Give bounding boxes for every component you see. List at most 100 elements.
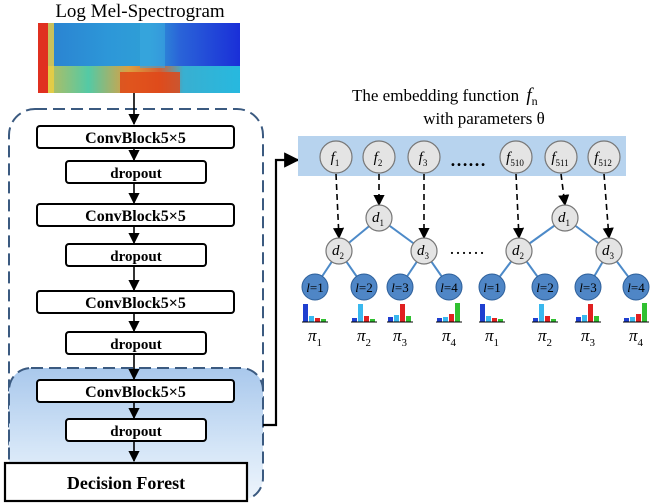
tree-1-leaf-label-1: l=1 (306, 280, 323, 295)
tree-1-pi-4-sub: 4 (451, 337, 457, 349)
feature-label-2-base: f (374, 150, 380, 166)
decision-forest-box (3, 461, 249, 503)
feature-label-512-sub: 512 (598, 158, 612, 168)
tree-1-pi-1: π1 (308, 326, 322, 349)
tree-1-hist-2-bar-4 (370, 319, 375, 322)
spectrogram-title: Log Mel-Spectrogram (55, 1, 225, 22)
feature-label-3: f3 (419, 150, 428, 168)
dropout-label-3: dropout (110, 337, 161, 353)
tree-2-leaf-base-4: l (627, 280, 631, 295)
tree-2-pi-1: π1 (485, 326, 499, 349)
tree-2-hist-2-bar-1 (533, 318, 538, 322)
tree-1-hist-2-bar-2 (358, 304, 363, 322)
tree-1-node-right-label-base: d (417, 243, 425, 259)
feature-label-512-base: f (594, 150, 600, 166)
dropout-label-4: dropout (110, 424, 161, 440)
tree-2-hist-4-bar-1 (624, 318, 629, 322)
feature-to-tree-arrow-1-1 (332, 173, 345, 240)
tree-2-node-right (595, 237, 623, 265)
tree-2-hist-4-bar-3 (636, 314, 641, 322)
tree-1-pi-3-sub: 3 (402, 337, 408, 349)
tree-2-node-root-label: d1 (558, 210, 570, 228)
convblock-box-3 (36, 290, 235, 314)
tree-2-node-left (505, 237, 533, 265)
feature-to-tree-arrow-2-1 (512, 173, 525, 240)
tree-1-leaf-4 (435, 273, 463, 301)
convblock-box-4 (36, 379, 235, 403)
dropout-box-3 (65, 331, 207, 355)
feature-label-510-sub: 510 (510, 158, 524, 168)
tree-2-node-left-label-base: d (512, 243, 520, 259)
tree-1-pi-1-base: π (308, 326, 317, 345)
tree-2-node-right-label-sub: 3 (610, 251, 615, 261)
tree-1-hist-3-bar-1 (388, 317, 393, 322)
tree-1-pi-3-base: π (393, 326, 402, 345)
tree-2-pi-2-sub: 2 (547, 337, 553, 349)
tree-1-leaf-eq-3: =3 (395, 280, 409, 295)
tree-2-hist-4-bar-4 (642, 303, 647, 322)
tree-1-leaf-base-4: l (440, 280, 444, 295)
tree-1-pi-4: π4 (442, 326, 457, 349)
tree-1-leaf-3 (386, 273, 414, 301)
feature-node-511 (544, 140, 578, 174)
feature-label-511: f511 (551, 150, 568, 168)
convblock-label-2: ConvBlock5×5 (85, 208, 186, 225)
convblock-label-1: ConvBlock5×5 (85, 130, 186, 147)
embedding-caption-text: The embedding function (352, 86, 520, 105)
feature-label-2: f2 (374, 150, 383, 168)
tree-1-leaf-base-1: l (306, 280, 310, 295)
tree-1-leaf-eq-4: =4 (444, 280, 458, 295)
embedding-caption-line2: with parameters θ (423, 109, 544, 128)
tree-2-hist-1-bar-4 (498, 319, 503, 322)
feature-label-1: f1 (331, 150, 340, 168)
dropout-label-2: dropout (110, 249, 161, 265)
tree-1-hist-3-bar-3 (400, 304, 405, 322)
tree-1-node-left-label-sub: 2 (340, 251, 345, 261)
tree-2-node-root-label-base: d (558, 210, 566, 226)
tree-2-hist-1-bar-2 (486, 316, 491, 322)
tree-1-hist-1-bar-2 (309, 316, 314, 322)
feature-label-2-sub: 2 (378, 158, 383, 168)
tree-1-leaf-eq-2: =2 (359, 280, 373, 295)
tree-1-node-root (365, 204, 393, 232)
tree-1-leaf-label-4: l=4 (440, 280, 458, 295)
tree-2-node-left-label: d2 (512, 243, 524, 261)
tree-2-leaf-base-1: l (483, 280, 487, 295)
embedding-caption-sub: n (532, 94, 538, 108)
tree-2-node-root-label-sub: 1 (566, 218, 571, 228)
tree-2-leaf-base-2: l (536, 280, 540, 295)
tree-2-leaf-eq-3: =3 (583, 280, 597, 295)
feature-label-510: f510 (506, 150, 524, 168)
tree-1-pi-3: π3 (393, 326, 408, 349)
tree-1-node-root-label-base: d (372, 210, 380, 226)
tree-1-node-right (410, 237, 438, 265)
tree-2-pi-4-base: π (629, 326, 638, 345)
tree-1-hist-4-bar-3 (449, 314, 454, 322)
tree-2-leaf-eq-1: =1 (487, 280, 501, 295)
tree-1-leaf-label-2: l=2 (355, 280, 372, 295)
feature-label-512: f512 (594, 150, 612, 168)
tree-1-hist-1-bar-1 (303, 304, 308, 322)
tree-2-pi-3: π3 (581, 326, 596, 349)
tree-1-node-right-label-sub: 3 (425, 251, 430, 261)
tree-2-pi-2-base: π (538, 326, 547, 345)
tree-2-hist-1-bar-1 (480, 304, 485, 322)
tree-2-leaf-base-3: l (579, 280, 583, 295)
feature-ellipsis: …… (450, 150, 486, 170)
tree-2-leaf-label-4: l=4 (627, 280, 645, 295)
feature-label-511-base: f (551, 150, 557, 166)
tree-2-leaf-label-1: l=1 (483, 280, 500, 295)
tree-1-node-left-label: d2 (332, 243, 344, 261)
feature-node-1 (319, 140, 353, 174)
tree-2-hist-3-bar-3 (588, 304, 593, 322)
tree-2-leaf-label-2: l=2 (536, 280, 553, 295)
convblock-box-2 (36, 203, 235, 227)
tree-2-hist-3-bar-4 (594, 316, 599, 322)
tree-2-leaf-1 (478, 273, 506, 301)
feature-label-511-sub: 511 (556, 158, 569, 168)
tree-2-leaf-4 (622, 273, 650, 301)
tree-1-node-root-label-sub: 1 (380, 218, 385, 228)
